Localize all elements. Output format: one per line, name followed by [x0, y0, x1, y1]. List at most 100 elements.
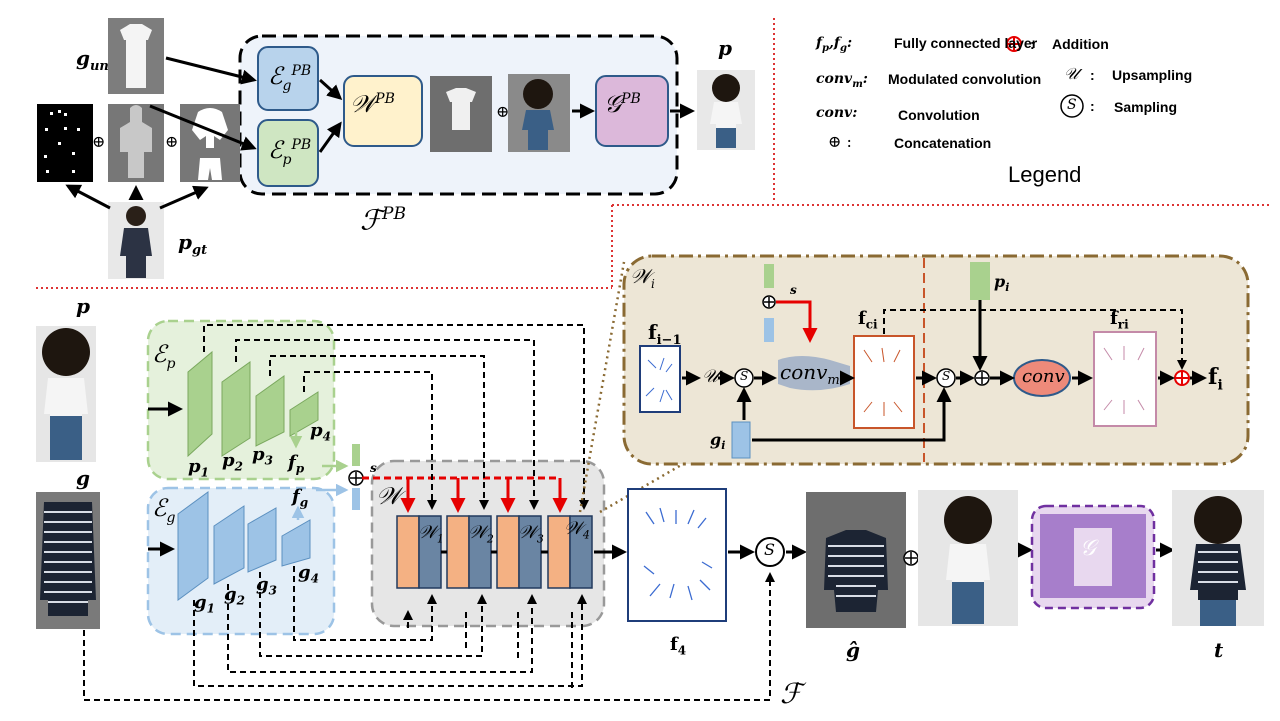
- style-vec-blue: [764, 318, 774, 342]
- enc-p-pb: [257, 119, 319, 187]
- style-s-label: s: [370, 461, 377, 475]
- t-jeans: [1200, 600, 1236, 626]
- detail-residual-dashed: [883, 309, 1187, 370]
- warp-label: 𝒲: [376, 482, 402, 510]
- mask-dots-image: [37, 104, 93, 182]
- legend-addition-symbol: [1006, 36, 1022, 52]
- oplus-1: ⊕: [92, 132, 106, 151]
- p4-label: p4: [310, 420, 331, 444]
- legend-convm-symbol: convm:: [816, 71, 868, 90]
- fp-label: fp: [288, 452, 305, 476]
- body-silhouette: [120, 105, 152, 178]
- legend-add-colon: :: [1030, 36, 1035, 52]
- conv-label: conv: [1022, 366, 1065, 387]
- t-hair: [1194, 496, 1242, 544]
- legend-convm-text: Modulated convolution: [888, 71, 1042, 87]
- legend-sampling-colon: :: [1090, 98, 1095, 114]
- wi-label: 𝒲i: [630, 264, 655, 291]
- oplus-3: ⊕: [496, 102, 510, 121]
- f4-flow-arrows: [643, 507, 713, 601]
- g3-label: g3: [256, 574, 277, 598]
- skip-connections: [83, 324, 775, 701]
- style-vec-green: [764, 264, 774, 288]
- p-image-hair: [42, 328, 90, 376]
- legend-concat-text: Concatenation: [894, 135, 992, 151]
- separator-lines: [36, 18, 1270, 289]
- legend-sampling-letter: S: [1067, 97, 1077, 113]
- fim1-label: fi−1: [648, 320, 682, 348]
- legend-sampling-symbol: [1060, 94, 1084, 118]
- legend-conv-symbol: conv:: [816, 105, 858, 121]
- detail-s-node-1: S: [740, 369, 749, 383]
- generator-label: 𝒢: [1080, 536, 1096, 561]
- fci-texture: [863, 347, 903, 416]
- fci-label: fci: [858, 308, 878, 332]
- legend-fc-symbol: fp,fg:: [816, 35, 853, 54]
- fg-vector: [352, 488, 360, 510]
- convm-block: [778, 356, 850, 391]
- style-arrows: [362, 476, 568, 513]
- legend-upsample-symbol: 𝒰: [1064, 64, 1079, 83]
- warp-pb-label: 𝒲PB: [350, 90, 395, 118]
- person-top-body: [522, 110, 554, 150]
- p3-label: p3: [252, 444, 273, 468]
- fri-texture: [1103, 346, 1145, 414]
- upsample-symbol: 𝒰: [702, 366, 719, 387]
- pi-vector: [970, 262, 990, 300]
- p-gt-body: [120, 228, 152, 278]
- sampling-node: [755, 537, 785, 567]
- g-un-label: gun: [76, 46, 109, 74]
- p-gt-label: pgt: [178, 230, 208, 258]
- legend-concat-symbol: ⊕ :: [828, 132, 852, 151]
- person-bottom-hair: [944, 496, 992, 544]
- enc-g-pb-label: ℰgPB: [268, 62, 312, 94]
- legend-conv-text: Convolution: [898, 107, 980, 123]
- p-output-jeans: [716, 128, 736, 148]
- ghat-stripes: [828, 545, 884, 597]
- person-bottom-jeans: [952, 582, 984, 624]
- warp-modules: [396, 515, 593, 589]
- zoom-lines: [578, 261, 691, 514]
- ghat-label: ĝ: [846, 638, 860, 662]
- legend-title: Legend: [1008, 162, 1082, 187]
- f4-feature-map: [627, 488, 727, 622]
- generator-shape: [1040, 514, 1146, 598]
- warp-pb: [343, 75, 423, 147]
- g2-label: g2: [224, 584, 245, 608]
- enc-p-layers: [187, 350, 319, 458]
- gen-pb-label: 𝒢PB: [604, 90, 641, 118]
- enc-p-pb-label: ℰpPB: [268, 136, 312, 168]
- detail-s-label: s: [790, 283, 797, 297]
- gi-vector: [731, 421, 751, 459]
- g4-label: g4: [298, 562, 319, 586]
- fim1-texture: [645, 357, 673, 403]
- t-stripes: [1198, 551, 1238, 583]
- oplus-2: ⊕: [165, 132, 179, 151]
- p-gt-head: [126, 206, 146, 226]
- enc-arrows: [148, 401, 183, 557]
- wi-detail-container: [622, 254, 1250, 466]
- gen-pb: [595, 75, 669, 147]
- p2-label: p2: [222, 450, 243, 474]
- enc-g-label: ℰg: [152, 494, 176, 526]
- g-image-sweater: [40, 502, 96, 616]
- t-label: t: [1214, 638, 1224, 662]
- detail-arrows: [682, 300, 1207, 442]
- fri-label: fri: [1110, 308, 1129, 332]
- sampling-letter: S: [764, 540, 775, 559]
- w2-label: 𝒲2: [468, 522, 494, 546]
- legend-add-text: Addition: [1052, 36, 1109, 52]
- g-un-shirt: [120, 24, 152, 88]
- flow-label: ℱ: [780, 677, 803, 710]
- ghat-sweater: [824, 530, 888, 612]
- legend-upsample-text: Upsampling: [1112, 67, 1193, 83]
- legend-upsample-colon: :: [1090, 67, 1095, 83]
- p-output-label: p: [718, 36, 732, 60]
- top-arrows: [65, 56, 695, 210]
- enc-g-layers: [177, 491, 311, 601]
- p-output-hair: [712, 74, 740, 102]
- w3-label: 𝒲3: [518, 522, 544, 546]
- legend-sampling-text: Sampling: [1114, 99, 1178, 115]
